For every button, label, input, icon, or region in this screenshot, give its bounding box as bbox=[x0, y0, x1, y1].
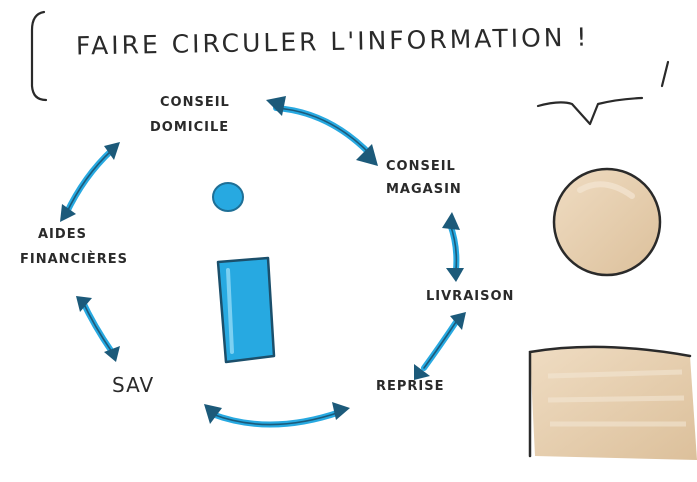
person-head-icon bbox=[552, 167, 662, 277]
node-conseil-magasin-line1: CONSEIL bbox=[386, 159, 456, 174]
arrow-livraison-reprise bbox=[414, 312, 466, 380]
node-conseil-domicile-line1: CONSEIL bbox=[160, 95, 230, 110]
node-aides-financieres-line1: AIDES bbox=[38, 227, 87, 242]
smiley-mouth-icon bbox=[536, 96, 644, 126]
node-reprise: REPRISE bbox=[376, 379, 445, 394]
exclamation-tick bbox=[660, 60, 670, 88]
node-conseil-magasin: CONSEIL MAGASIN bbox=[386, 159, 462, 198]
person-body-icon bbox=[528, 345, 697, 460]
node-aides-financieres-line2: FINANCIÈRES bbox=[20, 251, 129, 267]
node-conseil-domicile-line2: DOMICILE bbox=[150, 119, 230, 135]
node-sav: SAV bbox=[112, 373, 155, 397]
node-aides-financieres: AIDES FINANCIÈRES bbox=[20, 227, 129, 268]
node-conseil-domicile: CONSEIL DOMICILE bbox=[150, 95, 230, 136]
node-conseil-magasin-line2: MAGASIN bbox=[386, 181, 462, 197]
arrow-magasin-livraison bbox=[442, 212, 464, 282]
node-livraison: LIVRAISON bbox=[426, 289, 515, 304]
arrow-sav-reprise bbox=[204, 402, 350, 428]
title-bracket bbox=[30, 10, 48, 102]
arrow-aides-domicile bbox=[60, 142, 120, 222]
arrow-domicile-magasin bbox=[266, 96, 378, 166]
arrow-aides-sav bbox=[76, 296, 120, 362]
info-icon bbox=[212, 182, 276, 364]
